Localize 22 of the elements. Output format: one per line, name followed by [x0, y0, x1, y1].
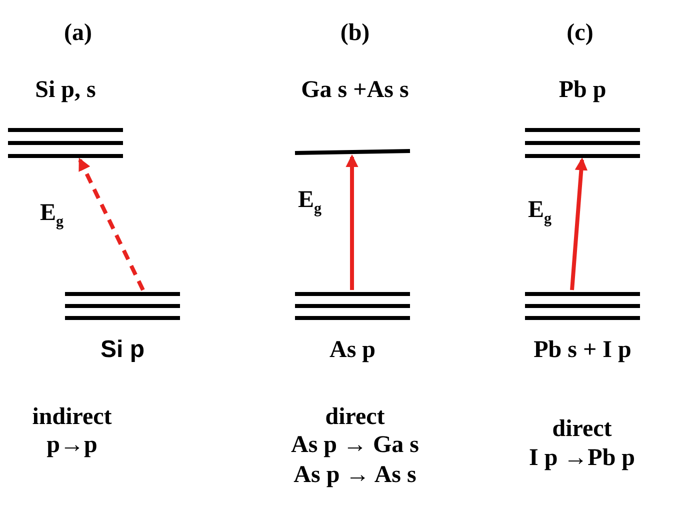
level-label: Si p [100, 335, 144, 365]
panel-label: (b) [340, 19, 370, 48]
panel-label: (c) [566, 19, 594, 48]
edge-label: E$_{g}$ [40, 200, 64, 232]
level-label: As p [329, 336, 376, 365]
transition-note: direct [552, 415, 612, 444]
edge-label: E$_{g}$ [528, 197, 552, 229]
level-label: Si p, s [35, 76, 96, 105]
level-label: Pb p [558, 76, 606, 105]
panel-label: (a) [64, 19, 92, 48]
arrow [78, 158, 145, 291]
arrow [346, 154, 358, 290]
transition-note: direct [325, 403, 385, 432]
level-label: Pb s + I p [534, 336, 632, 365]
transition-note: indirect [32, 403, 112, 432]
edge-label: E$_{g}$ [298, 187, 322, 219]
transition-note: I p →Pb p [528, 444, 636, 473]
level-label: Ga s +As s [301, 76, 409, 105]
transition-note: p→p [46, 431, 98, 460]
transition-note: As p → As s [294, 461, 416, 490]
transition-note: As p → Ga s [290, 431, 420, 460]
arrow [570, 157, 588, 290]
